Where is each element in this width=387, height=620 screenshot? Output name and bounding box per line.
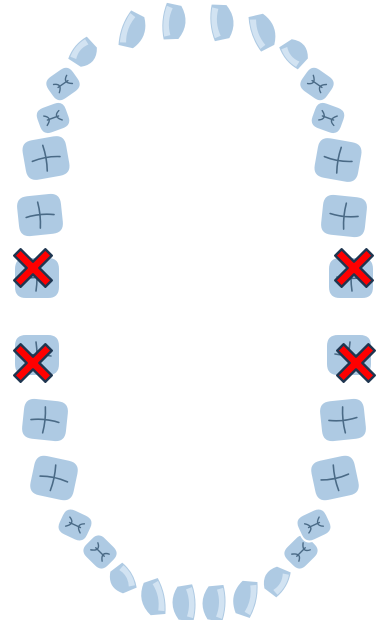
tooth-lr1 xyxy=(171,583,197,620)
tooth-ul6 xyxy=(312,135,365,184)
tooth-ll2 xyxy=(229,577,262,620)
tooth-lr2 xyxy=(137,576,170,619)
tooth-ll3 xyxy=(257,561,294,600)
tooth-ll6 xyxy=(308,453,362,504)
tooth-ll7 xyxy=(318,397,368,444)
tooth-ul4 xyxy=(296,63,338,104)
tooth-ul1 xyxy=(208,2,236,43)
tooth-lr6 xyxy=(27,453,81,504)
lower-arch xyxy=(14,334,372,620)
tooth-ur4 xyxy=(42,63,84,104)
tooth-ur1 xyxy=(160,1,188,42)
tooth-ur7 xyxy=(15,192,65,239)
tooth-ul7 xyxy=(319,193,369,240)
tooth-ur5 xyxy=(33,99,73,136)
tooth-ur6 xyxy=(20,133,73,182)
tooth-ll1 xyxy=(201,583,227,620)
tooth-ul2 xyxy=(245,9,282,54)
tooth-ul3 xyxy=(276,33,315,73)
tooth-ul5 xyxy=(308,99,348,136)
tooth-lr7 xyxy=(20,397,70,444)
tooth-ur2 xyxy=(115,8,152,53)
upper-arch xyxy=(14,1,374,299)
tooth-lr5 xyxy=(55,506,96,545)
